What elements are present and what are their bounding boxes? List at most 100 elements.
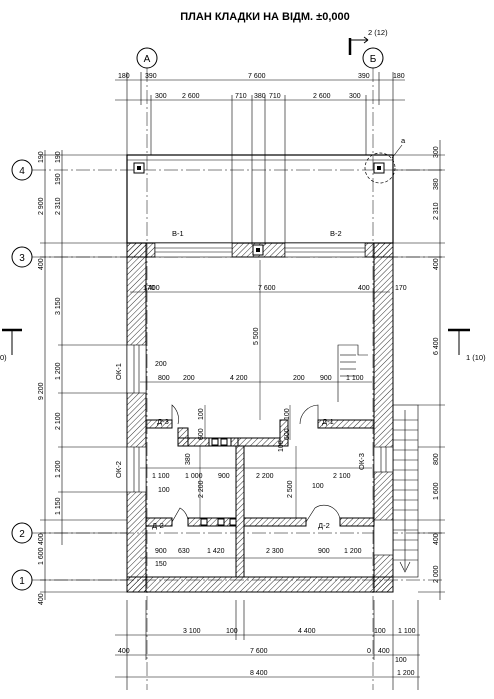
axis-4: 4: [11, 159, 445, 181]
svg-text:380: 380: [185, 453, 192, 465]
svg-text:190: 190: [38, 151, 45, 163]
svg-text:900: 900: [318, 548, 330, 555]
svg-text:9 200: 9 200: [38, 382, 45, 400]
top-dimension-chain: [115, 72, 405, 245]
svg-text:100: 100: [158, 487, 170, 494]
svg-text:100: 100: [198, 408, 205, 420]
svg-text:390: 390: [358, 73, 370, 80]
svg-text:380: 380: [433, 178, 440, 190]
svg-text:400: 400: [433, 258, 440, 270]
section-mark-top: 2 (12): [348, 28, 388, 55]
interior-columns: [200, 438, 237, 526]
label-v2: В-2: [330, 229, 342, 238]
svg-text:4 400: 4 400: [298, 628, 316, 635]
svg-text:200: 200: [293, 375, 305, 382]
svg-text:6 400: 6 400: [433, 337, 440, 355]
svg-text:190: 190: [55, 151, 62, 163]
svg-text:100: 100: [226, 628, 238, 635]
section-mark-left: 0): [0, 328, 22, 362]
svg-text:2 310: 2 310: [55, 197, 62, 215]
exterior-stair: [392, 404, 419, 578]
window-openings-side: [126, 344, 394, 556]
svg-text:3: 3: [19, 253, 25, 264]
door-swings: [171, 404, 341, 523]
svg-text:800: 800: [158, 375, 170, 382]
svg-text:7 600: 7 600: [248, 73, 266, 80]
svg-text:7 600: 7 600: [258, 285, 276, 292]
svg-text:390: 390: [145, 73, 157, 80]
svg-text:400: 400: [38, 593, 45, 605]
svg-text:2 100: 2 100: [55, 412, 62, 430]
svg-text:2 500: 2 500: [287, 480, 294, 498]
svg-text:5 500: 5 500: [253, 327, 260, 345]
left-dimension-labels: 190 2 900 400 9 200 400 1 600 400 190 19…: [38, 151, 62, 605]
svg-text:900: 900: [218, 473, 230, 480]
svg-text:100: 100: [312, 483, 324, 490]
svg-text:А: А: [144, 54, 151, 65]
svg-text:2 200: 2 200: [198, 480, 205, 498]
svg-text:300: 300: [155, 93, 167, 100]
svg-text:1 100: 1 100: [152, 473, 170, 480]
svg-text:800: 800: [433, 453, 440, 465]
svg-text:630: 630: [178, 548, 190, 555]
svg-text:1 420: 1 420: [207, 548, 225, 555]
svg-text:900: 900: [320, 375, 332, 382]
label-d2-left: Д-2: [152, 521, 164, 530]
svg-text:3 150: 3 150: [55, 297, 62, 315]
svg-text:1 200: 1 200: [55, 362, 62, 380]
svg-text:4: 4: [19, 166, 25, 177]
svg-text:Б: Б: [370, 54, 377, 65]
label-v1: В-1: [172, 229, 184, 238]
svg-text:400: 400: [118, 648, 130, 655]
svg-text:180: 180: [118, 73, 130, 80]
svg-text:8 400: 8 400: [250, 670, 268, 677]
svg-text:400: 400: [148, 285, 160, 292]
svg-text:2: 2: [19, 529, 25, 540]
interior-walls: [145, 419, 375, 578]
svg-text:1 200: 1 200: [344, 548, 362, 555]
svg-text:7 600: 7 600: [250, 648, 268, 655]
svg-text:710: 710: [269, 93, 281, 100]
svg-text:3 100: 3 100: [183, 628, 201, 635]
interior-stair: [337, 344, 368, 402]
svg-text:2 200: 2 200: [256, 473, 274, 480]
svg-text:100: 100: [395, 657, 407, 664]
bottom-dimension-chain: [115, 600, 420, 690]
svg-text:170: 170: [395, 285, 407, 292]
svg-text:1 600: 1 600: [38, 547, 45, 565]
svg-text:2 310: 2 310: [433, 202, 440, 220]
svg-text:400: 400: [358, 285, 370, 292]
callout-a: а: [401, 136, 406, 145]
interior-dimension-labels: 170 400 7 600 400 170 5 500 200 800 200 …: [143, 285, 407, 568]
svg-text:190: 190: [55, 173, 62, 185]
svg-text:2 600: 2 600: [313, 93, 331, 100]
svg-text:300: 300: [349, 93, 361, 100]
label-d3: Д-3: [157, 417, 169, 426]
exterior-walls: [126, 242, 394, 593]
svg-text:1 200: 1 200: [55, 460, 62, 478]
svg-text:100: 100: [278, 440, 285, 452]
left-dimension-chain: [40, 150, 127, 600]
svg-text:1: 1: [19, 576, 25, 587]
right-dimension-chain: [393, 140, 445, 600]
svg-text:400: 400: [38, 258, 45, 270]
svg-text:1 150: 1 150: [55, 497, 62, 515]
label-ok2: ОК-2: [114, 461, 123, 478]
svg-text:2 900: 2 900: [38, 197, 45, 215]
svg-text:1 100: 1 100: [346, 375, 364, 382]
svg-text:100: 100: [374, 628, 386, 635]
bottom-dimension-labels: 3 100 100 4 400 100 1 100 400 7 600 0 40…: [118, 628, 416, 677]
svg-text:600: 600: [198, 428, 205, 440]
svg-text:1 200: 1 200: [397, 670, 415, 677]
svg-text:2 300: 2 300: [266, 548, 284, 555]
svg-text:2 100: 2 100: [333, 473, 351, 480]
svg-text:380: 380: [254, 93, 266, 100]
right-dimension-labels: 300 380 2 310 400 6 400 800 1 600 400 2 …: [433, 146, 440, 583]
svg-text:1 000: 1 000: [185, 473, 203, 480]
svg-text:150: 150: [155, 561, 167, 568]
section-mark-right-label: 1 (10): [466, 353, 486, 362]
top-dimension-labels: 180 390 7 600 390 180 300 2 600 710 380 …: [118, 73, 405, 100]
svg-text:600: 600: [284, 428, 291, 440]
